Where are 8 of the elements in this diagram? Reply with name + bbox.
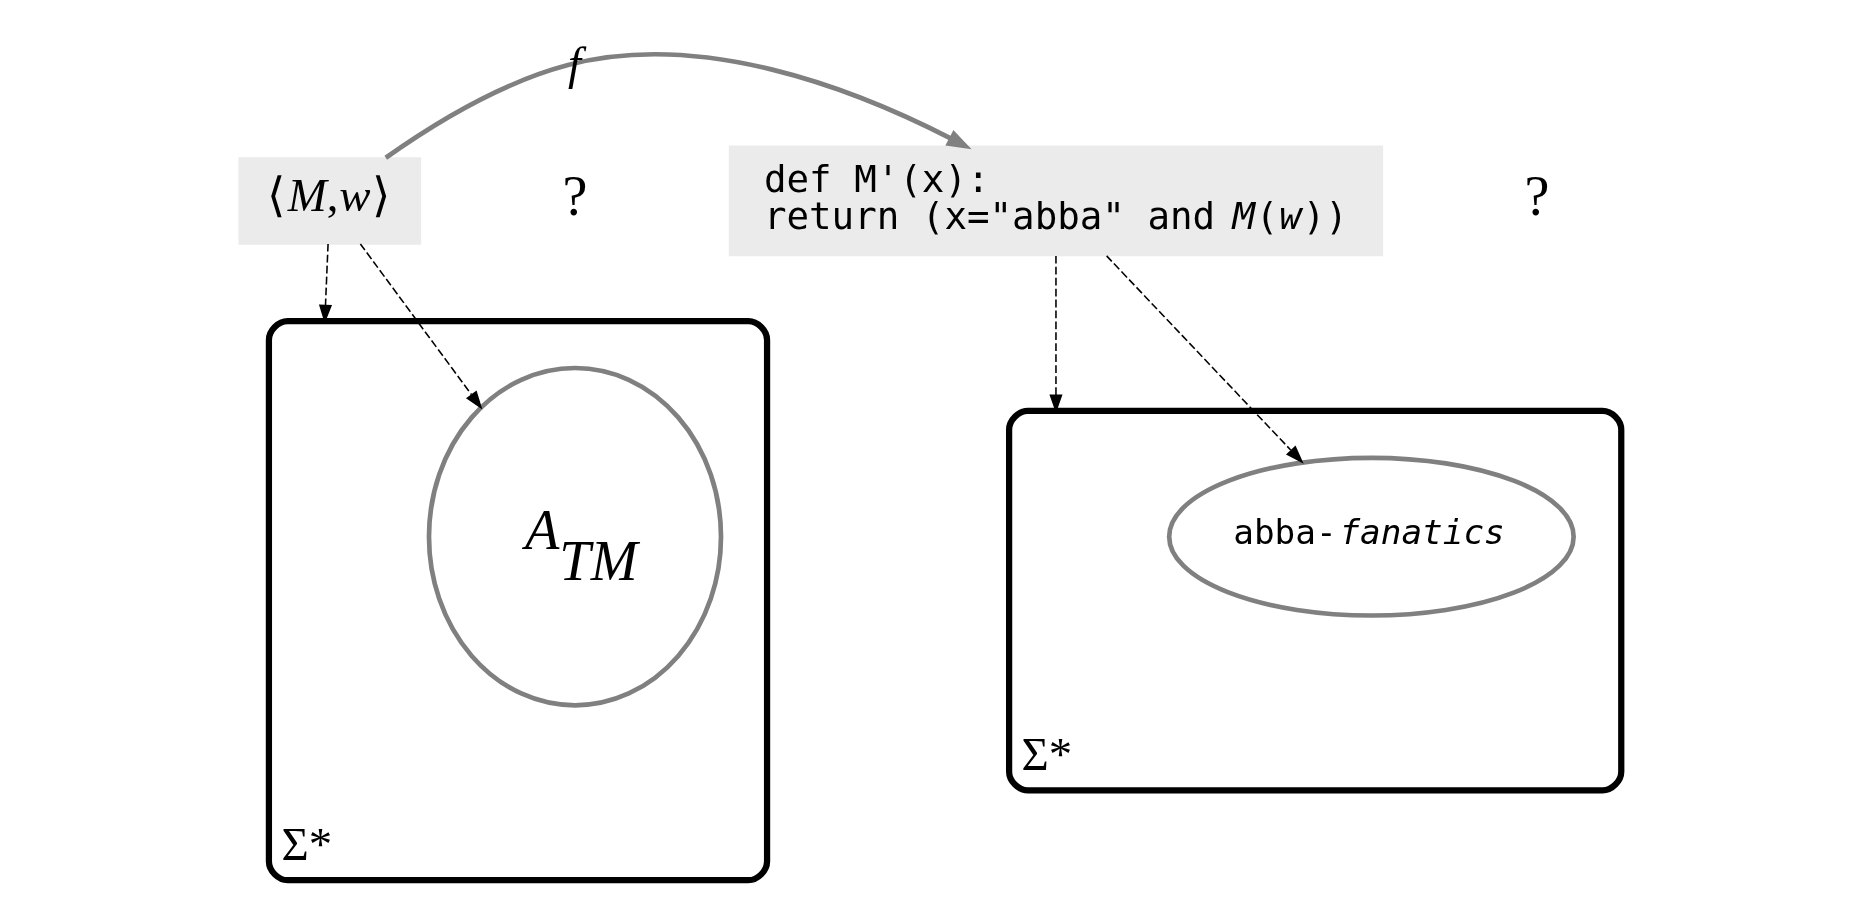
label: ?: [562, 164, 588, 227]
label: ?: [1524, 164, 1550, 227]
node-ellipse: abba-fanatics: [1166, 455, 1576, 618]
arrow: [359, 243, 483, 410]
node-box: def M'(x): return (x="abba" and M(w)): [728, 145, 1384, 257]
arrow: [384, 52, 972, 160]
node-box: ⟨M,w⟩: [238, 157, 422, 245]
arrow: [1105, 255, 1304, 464]
